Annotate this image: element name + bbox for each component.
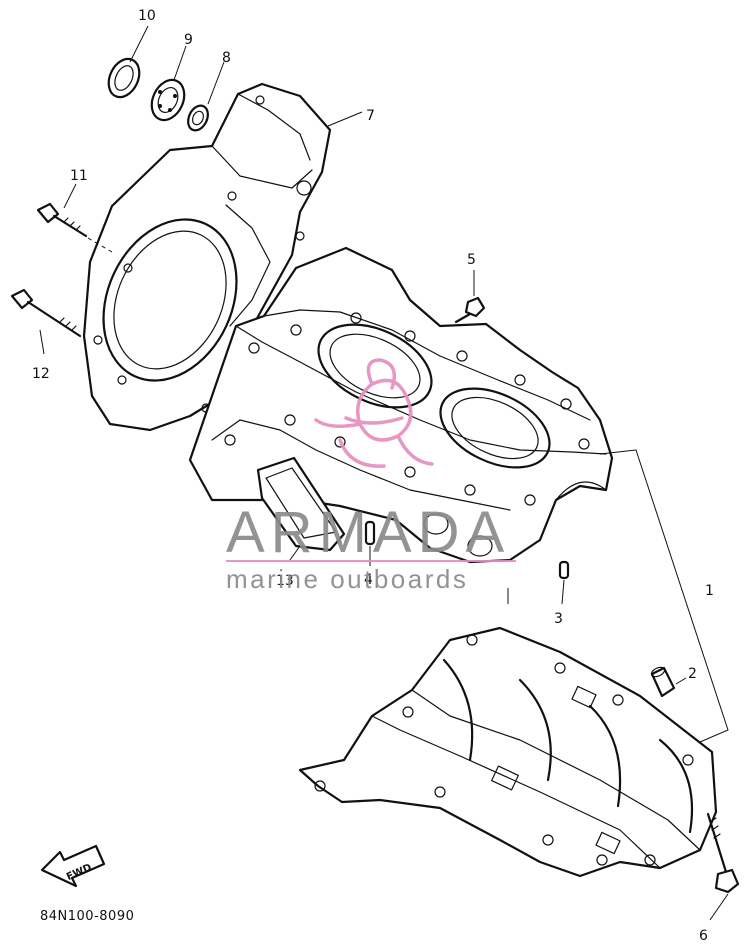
armada-watermark: ARMADA marine outboards [226, 358, 516, 594]
callout-4: 4 [364, 572, 373, 588]
part-8-collar [187, 104, 209, 132]
callout-3: 3 [554, 611, 563, 627]
callout-10: 10 [138, 8, 156, 24]
callout-5: 5 [467, 252, 476, 268]
callout-12: 12 [32, 366, 50, 382]
part-12-bolt [10, 288, 82, 338]
callout-11: 11 [70, 168, 88, 184]
part-code: 84N100-8090 [40, 909, 134, 924]
part-7-crankcase-cover [82, 82, 332, 432]
part-11-bolt [36, 202, 113, 253]
part-2-cap [650, 666, 687, 698]
part-9-bearing [150, 78, 186, 122]
callout-7: 7 [366, 108, 375, 124]
callout-8: 8 [222, 50, 231, 66]
part-1-crankcase-lower [298, 626, 718, 878]
callout-1: 1 [705, 583, 714, 599]
part-13-plate [256, 456, 346, 561]
part-6-bolt [706, 812, 740, 921]
part-3-dowel-pin [558, 560, 570, 605]
part-4-dowel-pin [364, 520, 376, 566]
assembly-bracket-part-1 [599, 449, 729, 743]
callout-6: 6 [699, 928, 708, 944]
callout-2: 2 [688, 666, 697, 682]
part-10-oil-seal [107, 57, 141, 99]
part-5-bolt [454, 270, 486, 324]
callout-labels: 10 9 8 7 11 5 12 13 4 3 1 2 6 [32, 8, 714, 944]
callout-13: 13 [276, 573, 294, 589]
armada-logo-mark [314, 358, 434, 468]
leader-lines [39, 25, 509, 604]
watermark-brand: ARMADA [226, 500, 510, 565]
callout-9: 9 [184, 32, 193, 48]
fwd-arrow-icon: FWD [40, 844, 106, 888]
watermark-tagline: marine outboards [226, 564, 468, 594]
